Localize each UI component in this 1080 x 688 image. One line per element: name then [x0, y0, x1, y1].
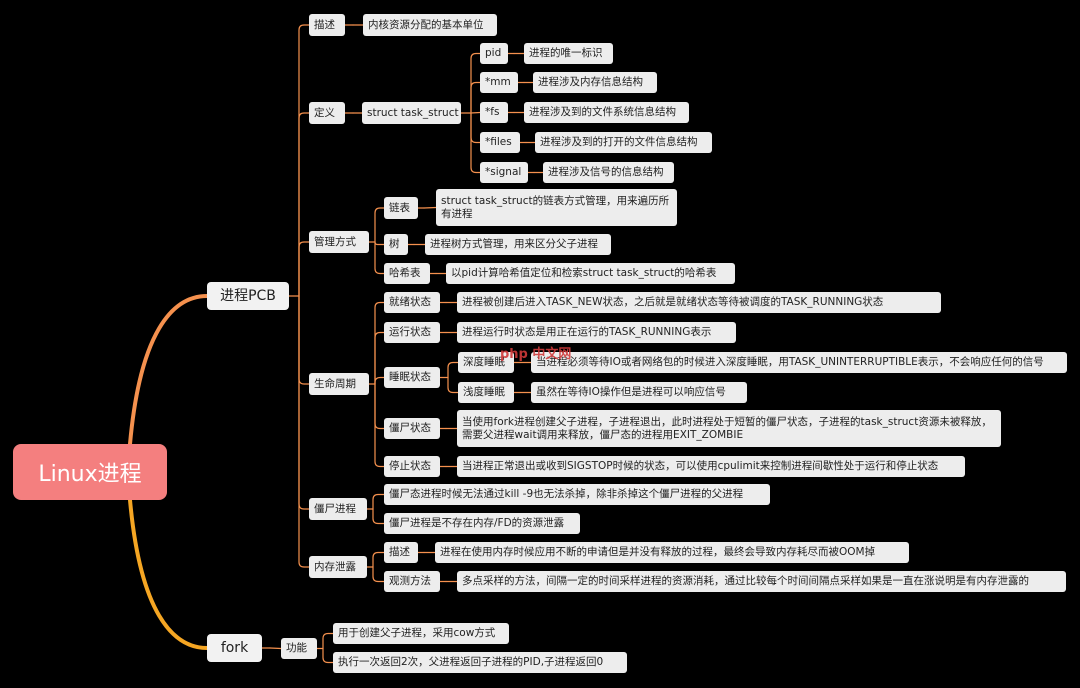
node-mgmt-tree[interactable]: 树	[384, 234, 408, 255]
node-mgmt-tree-text[interactable]: 进程树方式管理，用来区分父子进程	[425, 234, 611, 255]
node-mgmt-hash-text[interactable]: 以pid计算哈希值定位和检索struct task_struct的哈希表	[446, 263, 735, 284]
node-pcb-life[interactable]: 生命周期	[309, 373, 369, 395]
node-life-running-text[interactable]: 进程运行时状态是用正在运行的TASK_RUNNING表示	[457, 322, 736, 343]
node-life-running[interactable]: 运行状态	[384, 322, 440, 343]
node-sleep-light-text[interactable]: 虽然在等待IO操作但是进程可以响应信号	[531, 382, 747, 403]
node-field-pid-text[interactable]: 进程的唯一标识	[524, 43, 613, 64]
node-zombie-item-2[interactable]: 僵尸进程是不存在内存/FD的资源泄露	[384, 513, 580, 534]
node-sleep-deep[interactable]: 深度睡眠	[458, 352, 514, 373]
node-fork-item-1[interactable]: 用于创建父子进程，采用cow方式	[333, 623, 509, 644]
node-life-stopped[interactable]: 停止状态	[384, 456, 440, 477]
node-pcb-def[interactable]: 定义	[309, 102, 345, 124]
node-leak-observe[interactable]: 观测方法	[384, 571, 440, 592]
node-pcb-desc[interactable]: 描述	[309, 14, 345, 36]
node-mgmt-list[interactable]: 链表	[384, 197, 418, 219]
node-field-files-text[interactable]: 进程涉及到的打开的文件信息结构	[535, 132, 712, 153]
node-fork[interactable]: fork	[207, 634, 262, 662]
node-field-signal-text[interactable]: 进程涉及信号的信息结构	[543, 162, 674, 183]
node-sleep-deep-text[interactable]: 当进程必须等待IO或者网络包的时候进入深度睡眠，用TASK_UNINTERRUP…	[531, 352, 1067, 373]
node-field-fs-text[interactable]: 进程涉及到的文件系统信息结构	[524, 102, 689, 123]
node-field-files[interactable]: *files	[480, 132, 520, 153]
node-pcb-zombie[interactable]: 僵尸进程	[309, 498, 367, 520]
node-pcb[interactable]: 进程PCB	[207, 282, 289, 310]
node-life-zombie-text[interactable]: 当使用fork进程创建父子进程，子进程退出，此时进程处于短暂的僵尸状态，子进程的…	[457, 410, 1001, 447]
node-fork-func[interactable]: 功能	[281, 638, 317, 659]
node-leak-observe-text[interactable]: 多点采样的方法，间隔一定的时间采样进程的资源消耗，通过比较每个时间间隔点采样如果…	[457, 571, 1066, 592]
node-zombie-item-1[interactable]: 僵尸态进程时候无法通过kill -9也无法杀掉，除非杀掉这个僵尸进程的父进程	[384, 484, 770, 505]
node-mgmt-hash[interactable]: 哈希表	[384, 263, 430, 284]
node-leak-desc-text[interactable]: 进程在使用内存时候应用不断的申请但是并没有释放的过程，最终会导致内存耗尽而被OO…	[435, 542, 909, 563]
node-life-sleep[interactable]: 睡眠状态	[384, 367, 440, 388]
node-life-ready-text[interactable]: 进程被创建后进入TASK_NEW状态，之后就是就绪状态等待被调度的TASK_RU…	[457, 292, 941, 313]
node-fork-item-2[interactable]: 执行一次返回2次，父进程返回子进程的PID,子进程返回0	[333, 652, 627, 673]
root-node[interactable]: Linux进程	[13, 444, 167, 500]
node-field-signal[interactable]: *signal	[480, 162, 528, 183]
node-field-pid[interactable]: pid	[480, 43, 508, 64]
node-pcb-leak[interactable]: 内存泄露	[309, 556, 367, 578]
node-life-zombie[interactable]: 僵尸状态	[384, 418, 440, 439]
node-field-mm[interactable]: *mm	[480, 72, 518, 93]
node-life-ready[interactable]: 就绪状态	[384, 292, 440, 313]
node-field-mm-text[interactable]: 进程涉及内存信息结构	[533, 72, 657, 93]
node-pcb-mgmt[interactable]: 管理方式	[309, 231, 369, 253]
node-desc-text[interactable]: 内核资源分配的基本单位	[363, 14, 497, 36]
node-leak-desc[interactable]: 描述	[384, 542, 418, 563]
node-mgmt-list-text[interactable]: struct task_struct的链表方式管理，用来遍历所有进程	[436, 189, 677, 226]
node-life-stopped-text[interactable]: 当进程正常退出或收到SIGSTOP时候的状态，可以使用cpulimit来控制进程…	[457, 456, 965, 477]
node-sleep-light[interactable]: 浅度睡眠	[458, 382, 514, 403]
node-task-struct[interactable]: struct task_struct	[362, 102, 461, 124]
node-field-fs[interactable]: *fs	[480, 102, 508, 123]
